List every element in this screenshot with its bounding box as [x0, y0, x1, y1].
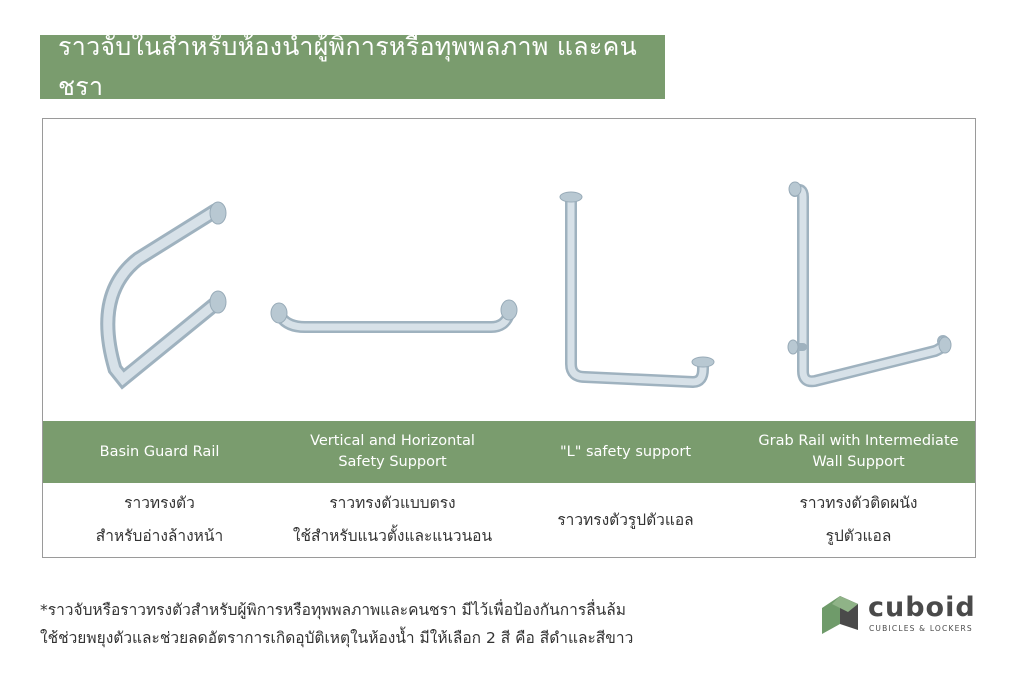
- product-label-th: ราวทรงตัวติดผนัง รูปตัวแอล: [799, 494, 918, 545]
- product-description-row: ราวทรงตัว สำหรับอ่างล้างหน้า ราวทรงตัวแบ…: [43, 483, 975, 557]
- cuboid-logo-icon: [822, 596, 858, 634]
- product-label-en: Grab Rail with Intermediate Wall Support: [758, 433, 959, 470]
- product-label-en: "L" safety support: [559, 443, 692, 460]
- l-rail-image: [559, 191, 715, 389]
- product-images: [43, 119, 975, 421]
- l-grab-rail-image: [787, 181, 952, 388]
- product-label-th: ราวทรงตัวรูปตัวแอล: [557, 510, 694, 529]
- straight-rail-image: [270, 299, 518, 333]
- product-label-th: ราวทรงตัว สำหรับอ่างล้างหน้า: [95, 494, 224, 545]
- product-panel: Basin Guard Rail Vertical and Horizontal…: [42, 118, 976, 558]
- product-label-en: Vertical and Horizontal Safety Support: [310, 433, 475, 470]
- basin-guard-rail-image: [100, 201, 227, 390]
- page-title: ราวจับในสำหรับห้องน้ำผู้พิการหรือทุพพลภา…: [40, 32, 665, 101]
- logo-wordmark: cuboid: [868, 592, 976, 623]
- cuboid-logo: cuboid CUBICLES & LOCKERS: [818, 590, 988, 638]
- product-label-row: Basin Guard Rail Vertical and Horizontal…: [43, 421, 975, 483]
- footnote: *ราวจับหรือราวทรงตัวสำหรับผู้พิการหรือทุ…: [40, 601, 634, 647]
- logo-tagline: CUBICLES & LOCKERS: [869, 624, 973, 633]
- product-label-th: ราวทรงตัวแบบตรง ใช้สำหรับแนวตั้งและแนวนอ…: [292, 494, 493, 545]
- product-label-en: Basin Guard Rail: [99, 443, 220, 460]
